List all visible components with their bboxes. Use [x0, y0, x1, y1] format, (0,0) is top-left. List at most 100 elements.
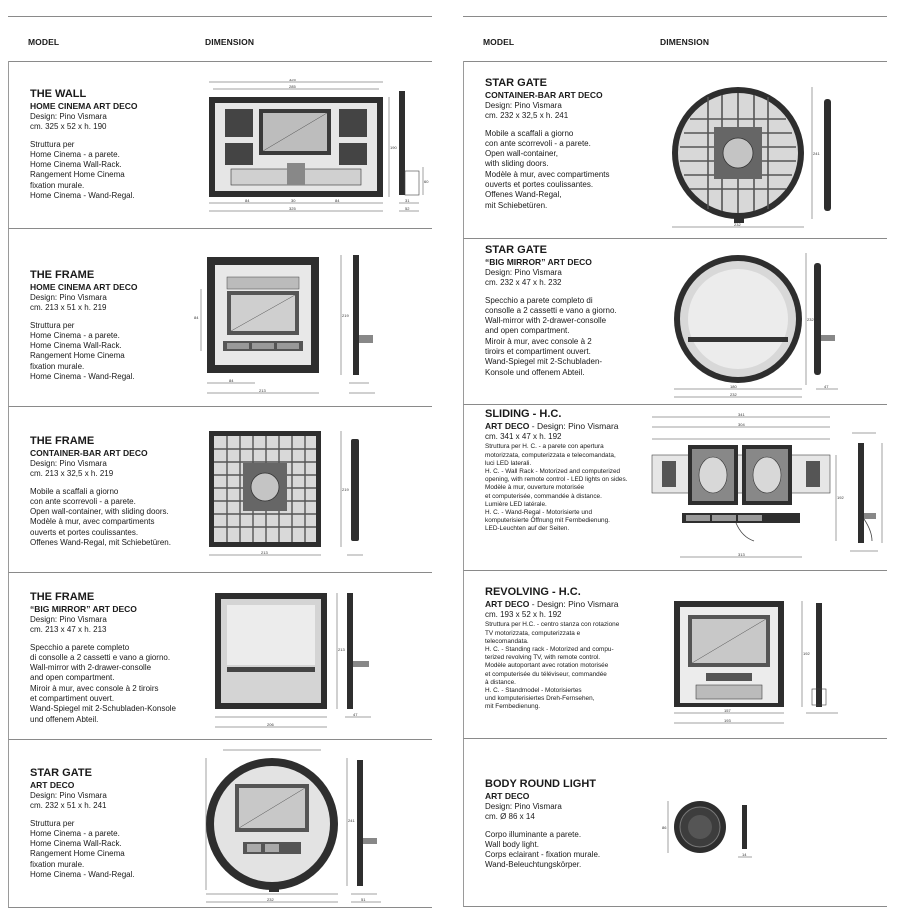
dim-label: 341: [738, 413, 745, 417]
dim-label: 206: [267, 722, 274, 727]
description-line: Corps eclairant - fixation murale.: [485, 850, 601, 860]
product-subtitle: “BIG MIRROR” ART DECO: [485, 257, 592, 267]
dim-label: 213: [261, 550, 268, 555]
description-line: fixation murale.: [30, 859, 85, 869]
dim-label: 213: [259, 388, 266, 393]
dim-label: 304: [738, 422, 745, 427]
description-line: Struttura per H.C. - centro stanza con r…: [485, 621, 620, 629]
sliding-hc-drawing: 341 304 313 192: [651, 413, 883, 558]
description-line: und offenem Abteil.: [30, 714, 99, 724]
product-subtitle: CONTAINER-BAR ART DECO: [485, 90, 603, 100]
dim-label: 84: [229, 378, 234, 383]
product-card-the-frame-container-bar: THE FRAME CONTAINER-BAR ART DECO Design:…: [8, 407, 432, 573]
description-line: Wall-mirror with 2-drawer-consolle: [30, 663, 152, 673]
product-name: BODY ROUND LIGHT: [485, 778, 597, 790]
description-line: Mobile a scaffali a giorno: [485, 128, 574, 138]
dim-label: 84: [194, 315, 199, 320]
product-card-the-frame-home-cinema: THE FRAME HOME CINEMA ART DECO Design: P…: [8, 229, 432, 407]
description-line: Miroir à mur, avec console à 2: [485, 336, 592, 346]
description-line: Open wall-container,: [485, 149, 558, 159]
dim-label: 192: [837, 495, 844, 500]
product-name: SLIDING - H.C.: [485, 408, 562, 420]
product-size: cm. 325 x 52 x h. 190: [30, 122, 107, 132]
description-line: Home Cinema Wall-Rack.: [30, 160, 122, 170]
description-line: Home Cinema - Wand-Regal.: [30, 372, 135, 382]
dim-label: 180: [730, 384, 737, 389]
description-line: Mobile a scaffali a giorno: [30, 486, 119, 496]
description-line: terized revolving TV, with remote contro…: [485, 654, 601, 662]
product-text: BODY ROUND LIGHT ART DECO Design: Pino V…: [485, 778, 660, 871]
product-design: Design: Pino Vismara: [30, 459, 107, 468]
dimension-header: DIMENSION: [660, 37, 710, 47]
product-description: Struttura per Home Cinema - a parete. Ho…: [30, 140, 205, 202]
description-line: Modèle à mur, ouverture motorisée: [485, 484, 585, 492]
dim-label: 30: [291, 198, 296, 203]
product-description: Struttura per H. C. - a parete con apert…: [485, 443, 670, 533]
dim-label: 241: [813, 151, 820, 156]
description-line: ouverts et portes coulissantes.: [485, 180, 594, 190]
product-card-body-round-light: BODY ROUND LIGHT ART DECO Design: Pino V…: [463, 739, 887, 907]
product-card-sliding-hc: SLIDING - H.C. ART DECO - Design: Pino V…: [463, 405, 887, 571]
description-line: Miroir à mur, avec console à 2 tiroirs: [30, 683, 159, 693]
dim-label: 190: [390, 145, 397, 150]
description-line: Open wall-container, with sliding doors.: [30, 507, 169, 517]
column-header: MODEL DIMENSION: [463, 16, 887, 62]
the-frame-mirror-drawing: 206 213 47: [215, 593, 371, 728]
dim-label: 31: [405, 198, 410, 203]
body-round-light-drawing: 86 14: [662, 801, 752, 858]
dim-label: 51: [361, 897, 366, 902]
star-gate-mirror-drawing: 180 232 232 47: [674, 253, 838, 398]
product-subtitle: “BIG MIRROR” ART DECO: [30, 604, 137, 614]
product-name: STAR GATE: [485, 244, 547, 256]
description-line: komputerisierte Öffnung mit Fernbedienun…: [485, 517, 610, 525]
dim-label: 84: [245, 198, 250, 203]
product-text: STAR GATE “BIG MIRROR” ART DECO Design: …: [485, 244, 660, 378]
product-description: Specchio a parete completo di consolle a…: [485, 296, 660, 378]
description-line: und komputerisiertes Dreh-Fernsehen,: [485, 695, 595, 703]
description-line: luci LED laterali.: [485, 459, 532, 467]
product-description: Mobile a scaffali a giorno con ante scor…: [30, 487, 205, 549]
description-line: con ante scorrevoli - a parete.: [485, 138, 591, 148]
description-line: H. C. - Wand-Regal - Motorisierte und: [485, 508, 593, 516]
description-line: fixation murale.: [30, 361, 85, 371]
description-line: tiroirs et compartiment ouvert.: [485, 347, 591, 357]
product-subtitle: HOME CINEMA ART DECO: [30, 282, 138, 292]
description-line: consolle a 2 cassetti e vano a giorno.: [485, 305, 617, 315]
product-text: SLIDING - H.C. ART DECO - Design: Pino V…: [485, 408, 670, 534]
product-size: cm. 232 x 47 x h. 232: [485, 278, 562, 288]
product-subtitle: ART DECO - Design: Pino Vismara: [485, 599, 619, 609]
product-size: cm. Ø 86 x 14: [485, 812, 535, 822]
product-text: STAR GATE CONTAINER-BAR ART DECO Design:…: [485, 77, 660, 211]
product-design: Design: Pino Vismara: [30, 112, 107, 121]
product-card-star-gate: STAR GATE ART DECO Design: Pino Vismara …: [8, 740, 432, 908]
star-gate-drawing: 232 241 51: [205, 749, 381, 903]
description-line: Lumière LED latérale.: [485, 500, 547, 508]
dim-label: 285: [289, 84, 296, 89]
product-name: THE FRAME: [30, 269, 95, 281]
dim-label: 86: [662, 825, 667, 830]
dimension-header: DIMENSION: [205, 37, 255, 47]
product-design: Design: Pino Vismara: [485, 101, 562, 110]
description-line: H. C. - Standing rack - Motorized and co…: [485, 645, 614, 653]
product-size: cm. 213 x 32,5 x h. 219: [30, 469, 114, 479]
product-size: cm. 232 x 51 x h. 241: [30, 801, 107, 811]
the-frame-bar-drawing: 213 219: [209, 431, 363, 556]
product-description: Corpo illuminante a parete. Wall body li…: [485, 830, 660, 871]
product-text: STAR GATE ART DECO Design: Pino Vismara …: [30, 767, 205, 880]
product-card-the-wall: THE WALL HOME CINEMA ART DECO Design: Pi…: [8, 61, 432, 229]
dim-label: 219: [342, 313, 349, 318]
dim-label: 325: [289, 206, 296, 211]
description-line: Offenes Wand-Regal, mit Schiebetüren.: [30, 538, 171, 548]
product-design: Design: Pino Vismara: [485, 268, 562, 277]
description-line: Modèle à mur, avec compartiments: [485, 169, 610, 179]
description-line: Home Cinema Wall-Rack.: [30, 839, 122, 849]
dim-label: 232: [807, 317, 814, 322]
description-line: and open compartment.: [30, 673, 115, 683]
dim-label: 47: [353, 712, 358, 717]
description-line: Specchio a parete completo: [30, 642, 130, 652]
revolving-hc-drawing: 157 193 192: [674, 601, 838, 724]
product-size: cm. 341 x 47 x h. 192: [485, 432, 562, 441]
product-name: THE FRAME: [30, 591, 95, 603]
dim-label: 60: [424, 179, 429, 184]
product-description: Specchio a parete completo di consolle a…: [30, 643, 205, 725]
